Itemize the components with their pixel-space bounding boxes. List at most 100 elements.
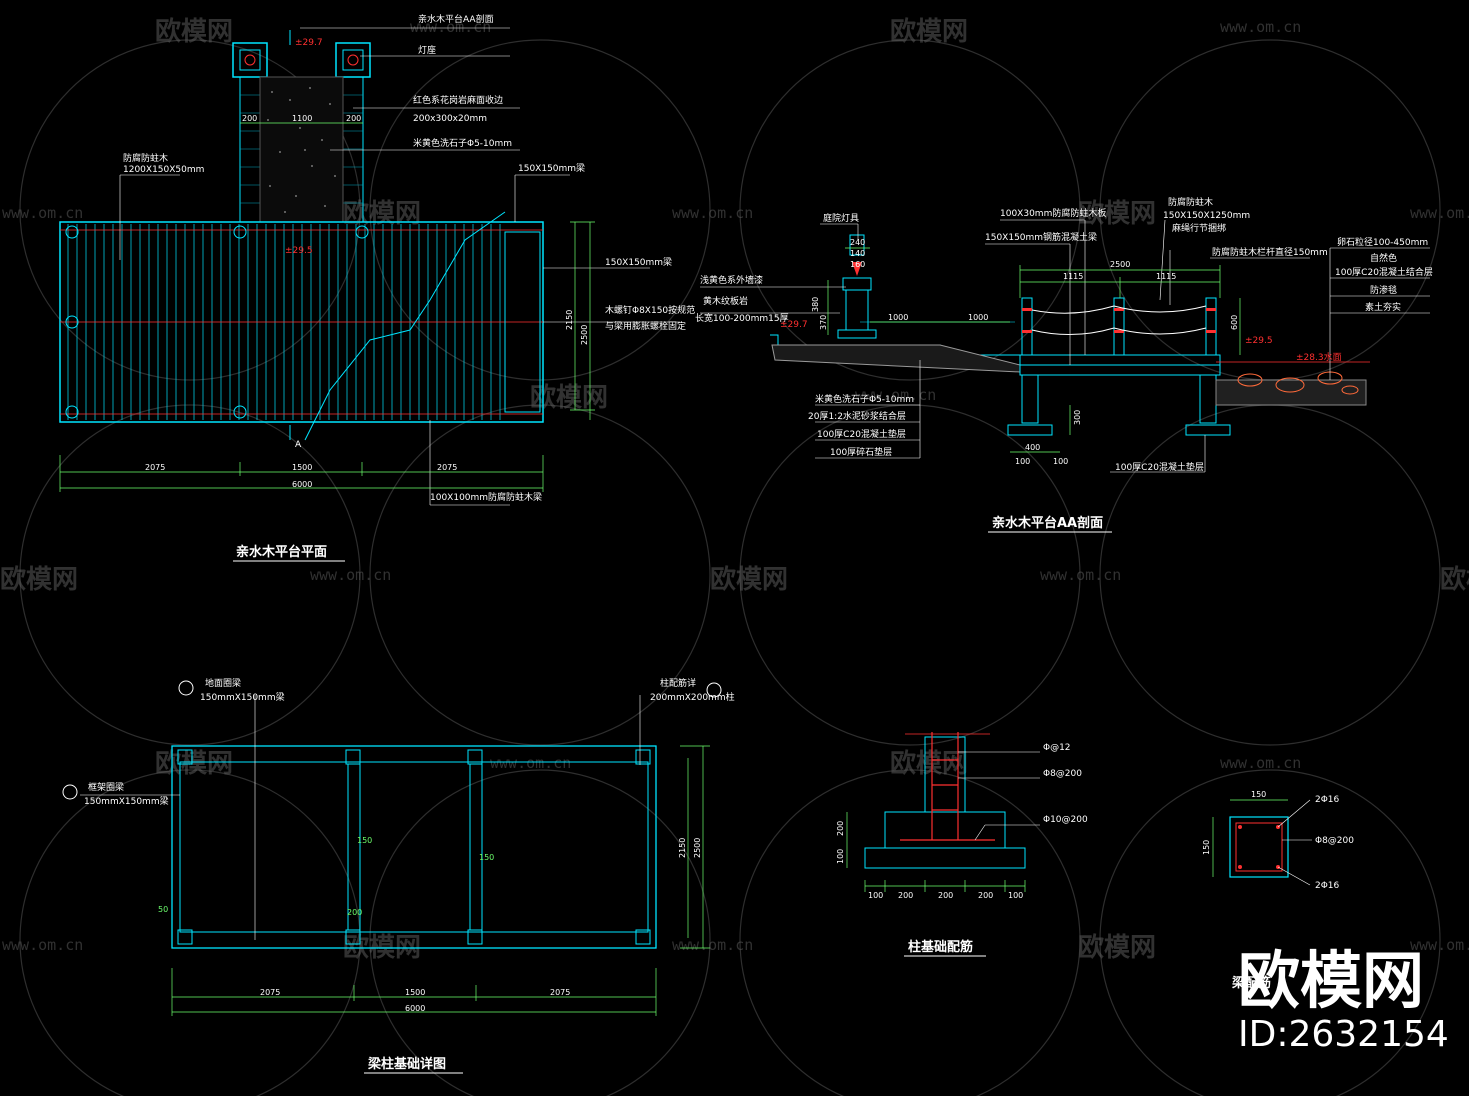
watermark-url: www.om.cn: [410, 18, 491, 36]
lamp-base-right: [335, 42, 371, 78]
dim-section-300: 300: [1073, 410, 1082, 425]
inner-beams: [347, 764, 483, 930]
column-drawing: Φ@12 Φ8@200 Φ10@200 200 100 100 200 200 …: [836, 732, 1088, 957]
label-bar-2: Φ8@200: [1043, 769, 1082, 779]
watermark-url: www.om.cn: [855, 386, 936, 404]
watermark-brand: 欧模网: [155, 16, 233, 47]
label-lamp: 庭院灯具: [823, 212, 859, 224]
plan-title: 亲水木平台平面: [236, 544, 327, 560]
entry-wall-left: [239, 76, 261, 223]
dim-col-b200b: 200: [938, 891, 953, 900]
dim-plan-200a: 200: [242, 114, 257, 123]
watermark-url: www.om.cn: [2, 204, 83, 222]
detail-callout-icon: [62, 784, 78, 800]
pebble-texture: [267, 87, 336, 213]
dim-plan-2500: 2500: [580, 325, 589, 345]
pier-left: [1021, 374, 1039, 424]
lamp-icon: [244, 54, 256, 66]
label-river-2: 自然色: [1370, 252, 1397, 264]
detail-callout-icon: [178, 680, 194, 696]
foundation-title: 梁柱基础详图: [367, 1056, 446, 1072]
pier-right-footing: [1185, 424, 1231, 436]
dim-col-b200c: 200: [978, 891, 993, 900]
dim-col-b200a: 200: [898, 891, 913, 900]
lamp-head: [849, 234, 865, 256]
dim-section-600: 600: [1230, 315, 1239, 330]
dim-beam-height: 150: [1202, 840, 1211, 855]
label-frame-beam: 框架圈梁: [88, 781, 124, 793]
watermark-url: www.om.cn: [1040, 566, 1121, 584]
stirrup: [1235, 822, 1283, 872]
brand-id: ID:2632154: [1238, 1014, 1449, 1055]
label-layer-1: 米黄色洗石子Φ5-10mm: [815, 393, 914, 405]
label-river-5: 素土夯实: [1365, 301, 1401, 313]
leader-lines: [119, 27, 680, 506]
dim-section-370: 370: [819, 315, 828, 330]
label-beam-note: 木螺钉Φ8X150按规范: [605, 304, 695, 316]
label-lamp: 灯座: [418, 44, 436, 56]
footing-body: [884, 811, 1006, 849]
dim-section-100a: 100: [1015, 457, 1030, 466]
dim-plan-6000: 6000: [292, 480, 312, 489]
watermark-brand: 欧模网: [530, 382, 608, 413]
post-circles: [65, 225, 369, 419]
label-bar-3: Φ10@200: [1043, 815, 1088, 825]
beam-drawing: 2Φ16 Φ8@200 2Φ16 150 150 梁配筋: [1202, 790, 1354, 991]
dim-plan-200b: 200: [346, 114, 361, 123]
watermark-brand: 欧模网: [0, 564, 78, 595]
detail-callout-icon: [706, 682, 722, 698]
dim-section-400: 400: [1025, 443, 1040, 452]
dim-plan-2075b: 2075: [437, 463, 457, 472]
lamp-base-left-inner: [239, 49, 261, 71]
label-river-3: 100厚C20混凝土结合层: [1335, 266, 1433, 278]
dim-found-2150: 2150: [678, 838, 687, 858]
brand-logo-text: 欧模网: [1238, 944, 1424, 1017]
label-beam-top: 2Φ16: [1315, 795, 1340, 805]
dim-section-1000b: 1000: [968, 313, 988, 322]
dim-section-1115b: 1115: [1156, 272, 1176, 281]
watermark-brand: 欧模网: [1440, 564, 1469, 595]
pebble-area: [259, 76, 344, 223]
dim-section-380: 380: [811, 297, 820, 312]
label-granite-edge: 红色系花岗岩麻面收边: [413, 94, 503, 106]
dim-found-150b: 150: [479, 853, 494, 862]
lamp-footing: [837, 329, 877, 339]
elevation-mark: ±29.7: [780, 320, 808, 330]
watermark-url: www.om.cn: [672, 204, 753, 222]
plan-dimension-lines: [59, 122, 595, 492]
beam-section: [1019, 364, 1221, 376]
label-river-4: 防渗毯: [1370, 284, 1397, 296]
foundation-dimension-lines: [171, 745, 710, 1016]
watermark-url: www.om.cn: [1220, 18, 1301, 36]
dim-section-240: 240: [850, 238, 865, 247]
paving-layers: [771, 344, 1021, 373]
dim-section-1115a: 1115: [1063, 272, 1083, 281]
rebar: [900, 732, 995, 841]
watermark-url: www.om.cn: [672, 936, 753, 954]
plan-drawing: A 亲水木平台AA剖面 灯座 红色系花岗岩麻面收边 200x300x20mm 米…: [59, 13, 695, 562]
dim-col-b100a: 100: [868, 891, 883, 900]
label-bar-1: Φ@12: [1043, 743, 1071, 753]
elevation-mark: ±29.5: [1245, 336, 1273, 346]
label-stone-size: 长宽100-200mm15厚: [695, 312, 789, 324]
footing-pad: [864, 847, 1026, 869]
label-ground-beam-size: 150mmX150mm梁: [200, 691, 285, 703]
label-deck-board: 100X30mm防腐防蛀木板: [1000, 207, 1106, 219]
label-beam-top: 150X150mm梁: [518, 162, 585, 174]
watermark-brand: 欧模网: [710, 564, 788, 595]
brick-hatch: [240, 94, 363, 204]
watermark-url: www.om.cn: [490, 754, 571, 772]
label-joist-bottom: 100X100mm防腐防蛀木梁: [430, 491, 542, 503]
frame-outer: [171, 745, 657, 949]
label-beam-bottom: 2Φ16: [1315, 881, 1340, 891]
section-title: 亲水木平台AA剖面: [992, 515, 1103, 531]
column-dimension-lines: [846, 812, 1026, 892]
lamp-column: [845, 289, 869, 331]
dim-section-2500: 2500: [1110, 260, 1130, 269]
dim-col-100: 100: [836, 849, 845, 864]
dim-col-b100b: 100: [1008, 891, 1023, 900]
dim-found-50: 50: [158, 905, 168, 914]
watermark-brand: 欧模网: [1078, 932, 1156, 963]
watermark-url: www.om.cn: [1410, 936, 1469, 954]
dim-beam-width: 150: [1251, 790, 1266, 799]
